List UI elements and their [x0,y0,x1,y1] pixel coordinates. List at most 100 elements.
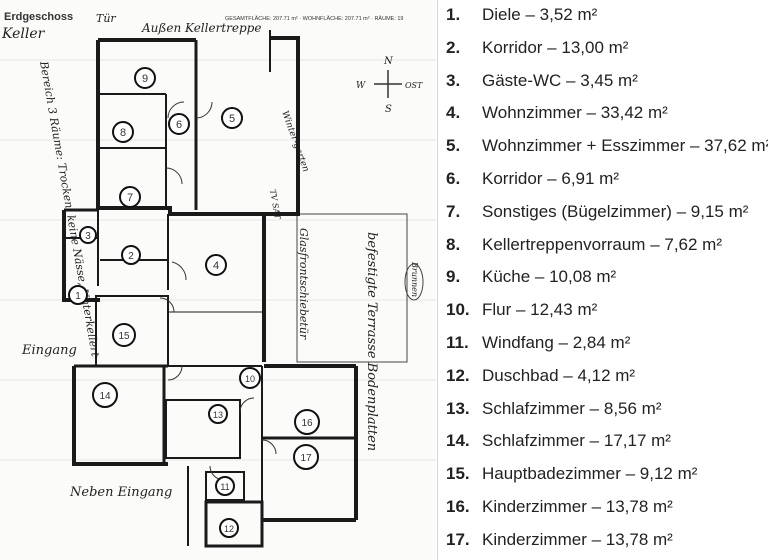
room-marker-1: 1 [68,285,88,305]
svg-text:7: 7 [127,192,133,204]
legend-label: Kinderzimmer – 13,78 m² [482,497,673,516]
legend-label: Korridor – 13,00 m² [482,37,629,57]
svg-text:4: 4 [213,260,219,272]
note-kellertreppe: Außen Kellertreppe [141,21,261,35]
svg-text:14: 14 [99,391,111,402]
legend-number: 15. [446,464,470,484]
room-marker-13: 13 [208,404,228,424]
compass-o: OST [405,81,423,90]
svg-text:9: 9 [142,73,148,85]
note-glasfront: Glasfrontschiebetür [297,228,310,340]
note-terrasse: befestigte Terrasse Bodenplatten [364,232,379,451]
room-marker-2: 2 [121,245,141,265]
room-marker-8: 8 [112,121,134,143]
svg-text:13: 13 [213,410,223,420]
note-keller: Keller [1,26,46,42]
legend-number: 17. [446,529,470,549]
legend-number: 12. [446,365,470,385]
svg-text:15: 15 [118,331,130,342]
legend-number: 2. [446,37,461,57]
room-marker-6: 6 [168,113,190,135]
legend-item: 17.Kinderzimmer – 13,78 m² [446,525,673,555]
plan-area-note: GESAMTFLÄCHE: 207.71 m² · WOHNFLÄCHE: 20… [225,15,404,22]
note-wintergarten: Winter-garten [279,110,310,174]
room-marker-15: 15 [112,323,136,347]
legend-number: 11. [446,333,469,352]
legend-item: 1. Diele – 3,52 m² [446,0,597,30]
legend-number: 5. [446,136,461,156]
legend-item: 6. Korridor – 6,91 m² [446,164,619,194]
legend-number: 8. [446,234,461,254]
svg-text:5: 5 [229,113,235,125]
legend-item: 5. Wohnzimmer + Esszimmer – 37,62 m² [446,131,768,161]
room-marker-17: 17 [293,444,319,470]
legend-label: Windfang – 2,84 m² [482,333,631,352]
legend-label: Diele – 3,52 m² [482,5,598,24]
legend-item: 4. Wohnzimmer – 33,42 m² [446,98,668,128]
compass-s: S [385,104,392,115]
svg-text:2: 2 [128,251,134,262]
note-tuer: Tür [96,12,116,25]
legend-item: 3. Gäste-WC – 3,45 m² [446,66,638,96]
svg-text:1: 1 [75,291,81,302]
legend-item: 11. Windfang – 2,84 m² [446,328,630,358]
room-markers: 1 2 3 4 5 6 7 8 9 10 11 12 13 14 15 16 1… [68,67,320,538]
legend-number: 16. [446,497,470,516]
legend-number: 7. [446,201,461,221]
terrace-outline [296,213,408,363]
brunnen-outline [404,263,424,301]
svg-text:17: 17 [300,453,312,464]
note-eingang: Eingang [21,343,77,358]
room-marker-11: 11 [215,476,235,496]
legend-label: Flur – 12,43 m² [482,300,598,320]
compass-w: W [356,81,366,91]
room-marker-9: 9 [134,67,156,89]
room-marker-16: 16 [294,409,320,435]
legend-label: Korridor – 6,91 m² [482,169,619,188]
room-marker-3: 3 [79,226,97,244]
svg-text:6: 6 [176,119,182,131]
svg-text:3: 3 [85,231,91,242]
compass-n: N [383,56,394,67]
room-marker-14: 14 [92,382,118,408]
legend-number: 4. [446,103,461,123]
legend-item: 16. Kinderzimmer – 13,78 m² [446,492,673,522]
plan-title: Erdgeschoss [4,11,73,23]
legend-item: 13. Schlafzimmer – 8,56 m² [446,394,662,424]
legend-label: Sonstiges (Bügelzimmer) – 9,15 m² [482,201,749,221]
svg-text:16: 16 [301,418,313,429]
legend-number: 13. [446,398,470,418]
room-marker-5: 5 [221,107,243,129]
legend-label: Hauptbadezimmer – 9,12 m² [482,464,698,484]
legend-label: Schlafzimmer – 8,56 m² [482,398,662,418]
svg-text:10: 10 [245,374,255,384]
legend-label: Gäste-WC – 3,45 m² [482,70,638,90]
legend-number: 3. [446,70,461,90]
svg-text:11: 11 [220,482,229,492]
legend-label: Küche – 10,08 m² [482,267,617,287]
svg-text:8: 8 [120,127,126,139]
legend-item: 9.Küche – 10,08 m² [446,262,616,292]
room-marker-12: 12 [219,518,239,538]
legend-label: Schlafzimmer – 17,17 m² [482,431,671,451]
legend-item: 15. Hauptbadezimmer – 9,12 m² [446,459,697,489]
room-legend: 1. Diele – 3,52 m² 2. Korridor – 13,00 m² 3.… [446,0,768,560]
room-marker-4: 4 [205,254,227,276]
legend-label: Duschbad – 4,12 m² [482,365,636,385]
legend-label: Kellertreppenvorraum – 7,62 m² [482,234,723,254]
room-marker-10: 10 [239,367,261,389]
legend-label: Wohnzimmer – 33,42 m² [482,103,668,123]
legend-number: 14. [446,431,470,451]
compass: N S W OST [356,56,423,115]
legend-item: 10. Flur – 12,43 m² [446,295,597,325]
note-brunnen: Brunnen [410,261,419,297]
floor-plan-drawing: Erdgeschoss GESAMTFLÄCHE: 207.71 m² · WO… [0,11,436,548]
legend-number: 6. [446,169,461,188]
legend-item: 8. Kellertreppenvorraum – 7,62 m² [446,230,722,260]
legend-item: 14. Schlafzimmer – 17,17 m² [446,426,671,456]
walls [62,30,358,548]
legend-item: 2. Korridor – 13,00 m² [446,33,628,63]
legend-number: 10. [446,300,470,320]
legend-number: 1. [446,5,461,24]
legend-label: Wohnzimmer + Esszimmer – 37,62 m² [482,136,768,156]
